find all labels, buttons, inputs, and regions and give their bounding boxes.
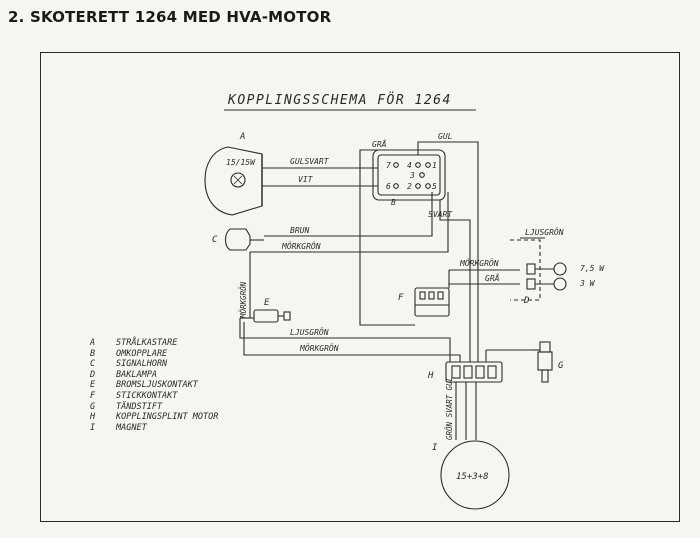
wire-label-ljusgron-low: LJUSGRÖN	[290, 327, 329, 337]
tail-lamp-component: D 7,5 W 3 W	[510, 239, 605, 306]
label-e: E	[264, 298, 270, 308]
switch-terminal-6: 6	[386, 182, 391, 191]
wire-label-magnet: GRÖN SVART GUL	[445, 377, 454, 440]
label-a: A	[239, 132, 245, 142]
label-c: C	[212, 235, 218, 245]
wire-morkgron	[250, 192, 449, 253]
switch-terminal-2: 2	[407, 182, 412, 191]
label-b: B	[391, 198, 396, 207]
headlamp-rating: 15/15W	[226, 158, 256, 167]
wire-label-morkgron-tail: MÖRKGRÖN	[459, 258, 499, 268]
wire-label-ljusgron: LJUSGRÖN	[525, 227, 564, 237]
wire-brun	[264, 192, 433, 237]
tail-lamp-rating-top: 7,5 W	[580, 264, 605, 273]
label-h: H	[427, 371, 434, 381]
magnet-rating: 15+3+8	[456, 472, 489, 482]
label-g: G	[558, 361, 564, 371]
switch-terminal-5: 5	[432, 182, 437, 191]
horn-component: C	[212, 228, 264, 251]
plug-connector-component: F	[398, 287, 450, 317]
wire-label-gulsvart: GULSVART	[290, 157, 330, 166]
wire-gra	[359, 149, 415, 326]
wires-to-magnet	[455, 382, 477, 440]
headlamp-component: A 15/15W	[204, 132, 263, 216]
label-d: D	[523, 296, 529, 306]
magnet-component: 15+3+8 I	[432, 440, 510, 510]
diagram-frame	[40, 52, 680, 522]
brake-switch-component: E	[253, 298, 291, 323]
diagram-title: KOPPLINGSSCHEMA FÖR 1264	[227, 91, 452, 108]
switch-terminal-7: 7	[386, 161, 391, 170]
page-heading: 2. SKOTERETT 1264 MED HVA-MOTOR	[8, 8, 332, 26]
wire-ljusgron	[239, 318, 451, 354]
switch-terminal-4: 4	[407, 161, 412, 170]
wire-label-gra-tail: GRÅ	[485, 272, 500, 283]
wire-label-brun: BRUN	[290, 226, 309, 235]
tail-lamp-rating-bottom: 3 W	[579, 279, 596, 288]
label-f: F	[398, 293, 404, 303]
wire-label-vit: VIT	[298, 175, 314, 184]
wire-label-gul: GUL	[438, 132, 453, 141]
wire-label-morkgron-vertical: MÖRKGRÖN	[239, 281, 248, 319]
wire-morkgron-low	[243, 322, 461, 362]
wire-label-morkgron-low: MÖRKGRÖN	[299, 343, 339, 353]
switch-terminal-1: 1	[432, 161, 437, 170]
switch-component: B 7 4 1 3 6 2 5	[372, 149, 446, 207]
label-i: I	[432, 443, 438, 453]
wire-gul	[417, 141, 479, 354]
spark-plug-component: G	[537, 341, 564, 383]
terminal-block-component: H	[427, 361, 503, 383]
wire-label-svart: SVART	[428, 210, 453, 219]
switch-terminal-3: 3	[409, 171, 415, 180]
wire-label-gra: GRÅ	[372, 138, 387, 149]
wire-label-morkgron: MÖRKGRÖN	[281, 241, 321, 251]
wire-svart	[439, 200, 471, 354]
